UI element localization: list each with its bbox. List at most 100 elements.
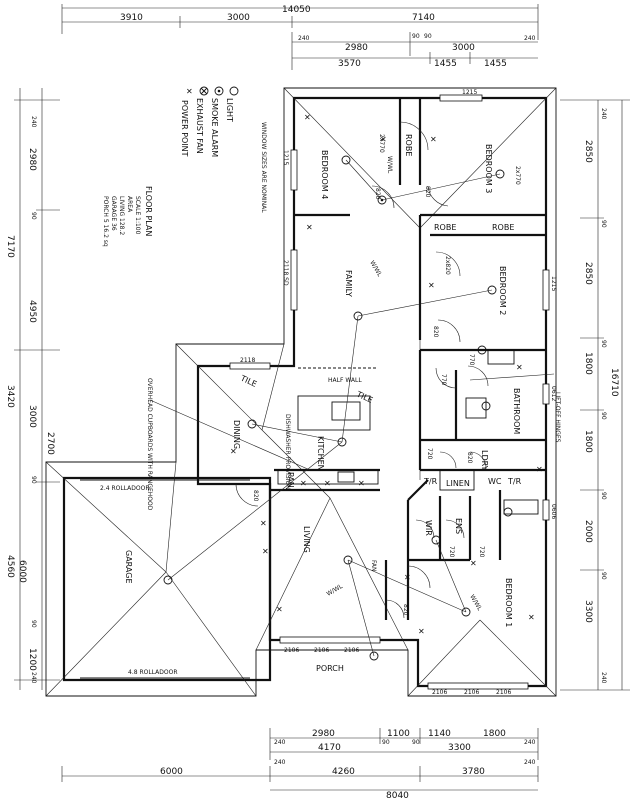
room-garage: GARAGE [124,550,133,584]
svg-text:820: 820 [432,326,439,338]
power-points: ✕✕✕ ✕✕✕ ✕✕✕ ✕✕✕ ✕✕✕ ✕✕✕ [230,113,543,636]
right-dim-5: 2000 [583,520,593,543]
room-labels: BEDROOM 4 BEDROOM 3 BEDROOM 2 BEDROOM 1 … [124,134,522,673]
annotation-wwl-4: W/WL [386,156,393,174]
right-dimension-lines: 240 2850 90 2850 90 16710 1800 90 1800 9… [560,99,630,691]
top-dim-5: 3000 [452,43,475,53]
room-linen: LINEN [446,479,470,488]
bottom-dim-3: 1140 [428,729,451,739]
svg-text:2106: 2106 [432,689,447,696]
top-dimension-lines: 14050 3910 3000 7140 240 90 90 240 2980 … [61,4,539,70]
svg-text:820: 820 [402,604,409,616]
left-dim-3420: 3420 [5,385,15,408]
room-pantry: PAN [286,472,295,488]
left-dimension-lines: 240 2980 90 7170 4950 3420 3000 2700 90 … [5,88,60,690]
bottom-dim-6: 3300 [448,743,471,753]
room-bedroom-3: BEDROOM 3 [484,144,493,193]
svg-text:2106: 2106 [464,689,479,696]
kitchen-fixtures [277,349,539,515]
bottom-dim-2: 1100 [387,729,410,739]
light-icon [343,555,353,565]
svg-text:770: 770 [468,354,475,366]
bottom-small-5: 240 [274,759,286,766]
legend-smoke-alarm: SMOKE ALARM [210,86,224,157]
left-small-5: 240 [30,672,37,684]
bottom-small-2: 90 [382,739,390,746]
right-dim-2: 2850 [583,262,593,285]
svg-text:820: 820 [252,490,259,502]
bottom-dim-1: 2980 [312,729,335,739]
svg-text:1215: 1215 [282,150,289,165]
svg-text:LIGHT: LIGHT [225,98,234,122]
svg-text:0612: 0612 [550,386,557,401]
annotation-fan: FAN [370,560,377,572]
svg-text:2106: 2106 [314,647,329,654]
svg-text:POWER POINT: POWER POINT [180,100,189,157]
exhaust-fan-icon [477,345,487,355]
svg-text:SMOKE ALARM: SMOKE ALARM [210,98,219,157]
light-icon [229,86,239,96]
room-tr-2: T/R [507,477,522,486]
svg-text:✕: ✕ [300,479,307,488]
svg-text:720: 720 [426,448,433,460]
light-icon [337,437,347,447]
info-line-5: PORCH 5 16.2 sq [102,196,109,247]
room-living: LIVING [302,526,311,553]
bottom-dim-4: 1800 [483,729,506,739]
left-dim-4950: 4950 [27,300,37,323]
svg-text:820: 820 [424,186,431,198]
svg-text:2118 SD: 2118 SD [282,260,289,286]
exhaust-fan-icon [503,507,513,517]
svg-text:✕: ✕ [430,135,437,144]
left-dim-2980: 2980 [27,148,37,171]
svg-text:EXHAUST FAN: EXHAUST FAN [195,98,204,154]
light-icon [163,575,173,585]
info-title: FLOOR PLAN [144,186,153,236]
svg-text:820: 820 [466,452,473,464]
svg-text:2106: 2106 [496,689,511,696]
room-wir: WIR [424,520,433,536]
room-robe-1: ROBE [404,134,413,156]
svg-text:✕: ✕ [418,627,425,636]
left-small-3: 90 [30,476,37,484]
light-icon [353,311,363,321]
room-tile-1: TILE [238,373,258,389]
bottom-small-3: 90 [412,739,420,746]
smoke-alarm-icon [214,86,224,96]
top-small-2: 90 [412,33,420,40]
svg-text:✕: ✕ [470,559,477,568]
right-dim-1: 2850 [583,140,593,163]
right-small-1: 240 [600,108,607,120]
bottom-small-6: 240 [524,759,536,766]
right-small-5: 90 [600,492,607,500]
legend-light: LIGHT [225,86,239,122]
light-icon [369,651,379,661]
svg-text:720: 720 [478,546,485,558]
exhaust-fan-icon [199,86,209,96]
left-dim-3000: 3000 [27,405,37,428]
room-tr-1: T/R [423,477,438,486]
room-tile-2: TILE [354,389,374,405]
legend-exhaust-fan: EXHAUST FAN [195,86,209,154]
left-small-4: 90 [30,620,37,628]
left-dim-1200: 1200 [27,648,37,671]
svg-text:0606: 0606 [550,504,557,519]
room-bathroom: BATHROOM [512,388,521,434]
light-icon [247,419,257,429]
room-wc: WC [488,477,502,486]
windows [229,94,550,690]
svg-text:✕: ✕ [260,519,267,528]
power-point-icon: ✕ [186,87,193,96]
room-bedroom-2: BEDROOM 2 [498,266,507,315]
bottom-dim-8: 4260 [332,767,355,777]
room-porch: PORCH [316,664,344,673]
left-dim-7170: 7170 [5,235,15,258]
annotation-overhead-cupboards: OVERHEAD CUPBOARDS WITH RANGEHOOD [146,378,153,511]
legend: LIGHT SMOKE ALARM EXHAUST FAN ✕ POWER PO… [180,86,239,157]
left-small-2: 90 [30,212,37,220]
left-dim-2700: 2700 [45,432,55,455]
left-dim-4560: 4560 [5,555,15,578]
svg-text:✕: ✕ [528,613,535,622]
room-family: FAMILY [344,270,353,297]
